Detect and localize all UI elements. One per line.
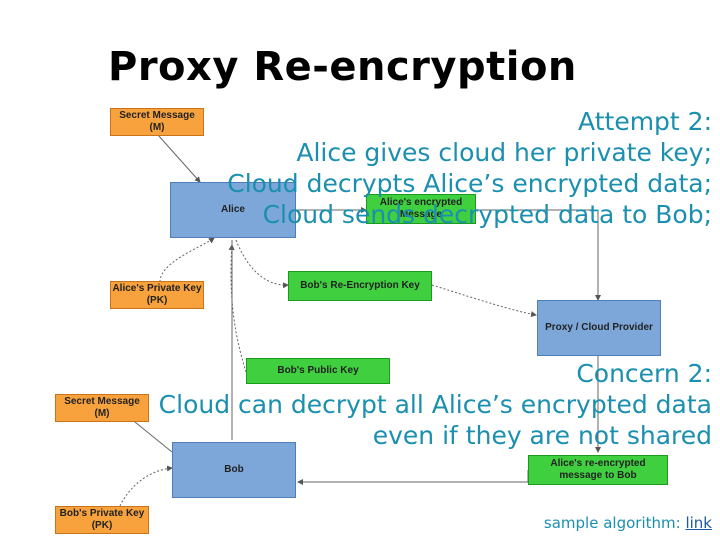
proxy-cloud-provider-box: Proxy / Cloud Provider	[537, 300, 661, 356]
attempt-text: Attempt 2: Alice gives cloud her private…	[227, 106, 712, 230]
bob-secret-message-box: Secret Message (M)	[55, 394, 149, 422]
attempt-line-3: Cloud decrypts Alice’s encrypted data;	[227, 169, 712, 198]
bob-to-secret-arrow	[129, 417, 173, 453]
attempt-line-4: Cloud sends decrypted data to Bob;	[262, 200, 712, 229]
reenc-key-to-proxy-arrow	[431, 284, 537, 318]
concern-line-2: Cloud can decrypt all Alice’s encrypted …	[158, 390, 712, 419]
bob-box: Bob	[172, 442, 296, 498]
secret-to-alice-arrow	[157, 134, 201, 183]
alice-encrypted-message-box: Alice's encrypted Message	[366, 194, 476, 224]
bob-public-key-to-alice-arrow	[228, 244, 247, 373]
encrypted-to-proxy-arrow	[476, 209, 601, 301]
alice-to-reenc-key-arrow	[235, 239, 289, 289]
reencrypted-message-box: Alice's re-encrypted message to Bob	[528, 455, 668, 485]
bob-reencryption-key-box: Bob's Re-Encryption Key	[288, 271, 432, 301]
bob-private-key-box: Bob's Private Key (PK)	[55, 506, 149, 534]
concern-text: Concern 2: Cloud can decrypt all Alice’s…	[159, 358, 712, 451]
alice-secret-message-box: Secret Message (M)	[110, 108, 204, 136]
concern-line-3: even if they are not shared	[372, 421, 712, 450]
algorithm-link[interactable]: link	[685, 514, 712, 532]
slide-title: Proxy Re-encryption	[108, 44, 577, 90]
bob-public-key-box: Bob's Public Key	[246, 358, 390, 384]
alice-pk-to-alice-arrow	[159, 237, 215, 283]
attempt-line-2: Alice gives cloud her private key;	[296, 138, 712, 167]
attempt-line-1: Attempt 2:	[578, 107, 712, 136]
reencrypted-to-bob-arrow	[297, 470, 529, 485]
footer-text: sample algorithm:	[543, 514, 681, 532]
bob-pk-to-bob-arrow	[119, 465, 173, 507]
concern-line-1: Concern 2:	[576, 359, 712, 388]
alice-box: Alice	[170, 182, 296, 238]
alice-private-key-box: Alice's Private Key (PK)	[110, 281, 204, 309]
footer: sample algorithm: link	[544, 514, 712, 532]
